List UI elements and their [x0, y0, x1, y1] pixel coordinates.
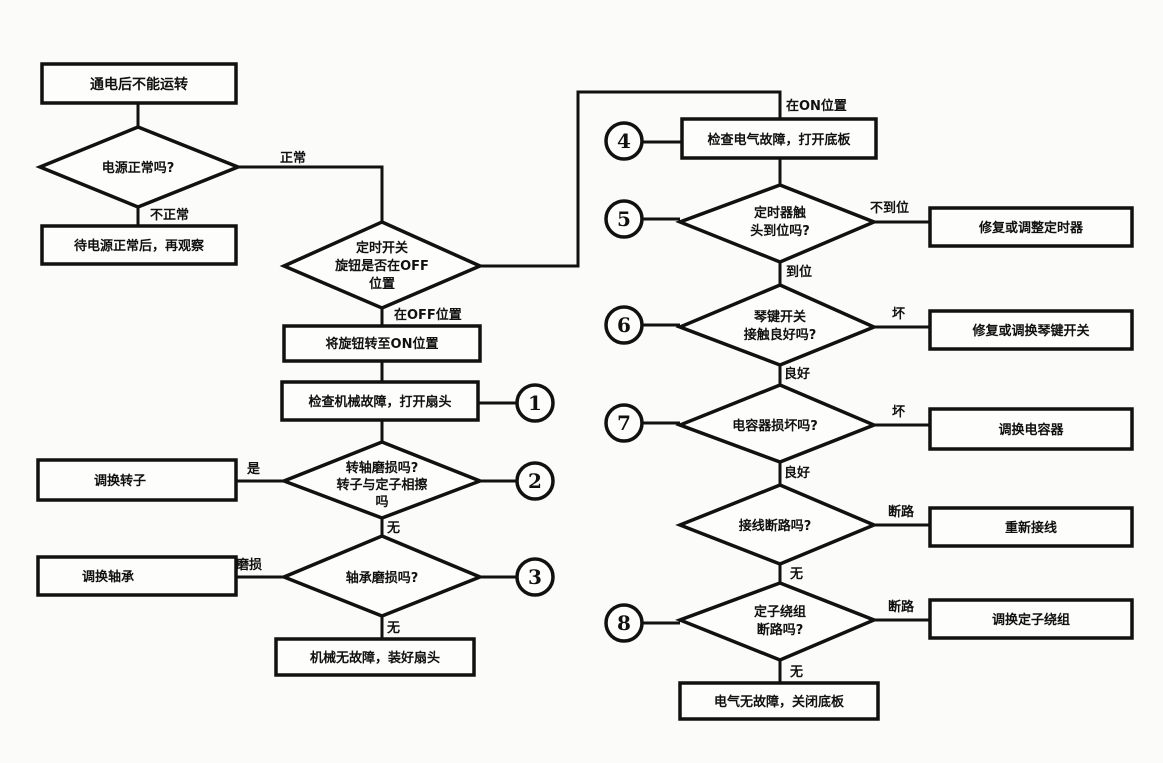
label-power-normal: 正常	[280, 150, 306, 166]
node-elec-check: 检查电气故障，打开底板	[680, 117, 878, 160]
node-mech-ok-text: 机械无故障，装好扇头	[310, 650, 440, 666]
label-power-abnormal: 不正常	[150, 207, 189, 223]
node-mech-check: 检查机械故障，打开扇头	[280, 380, 480, 422]
node-key-switch-line1: 琴键开关	[754, 309, 806, 325]
marker-6: 6	[604, 305, 644, 345]
node-replace-rotor-text: 调换转子	[94, 473, 146, 489]
label-stator-broken: 断路	[888, 599, 915, 615]
marker-4: 4	[604, 121, 644, 161]
node-wire-q-text: 接线断路吗?	[739, 518, 812, 534]
edge-power-normal	[238, 165, 384, 222]
node-timer-knob-line2: 旋钮是否在OFF	[334, 258, 429, 274]
node-bearing-q: 轴承磨损吗?	[279, 534, 485, 618]
node-capacitor-q: 电容器损坏吗?	[675, 383, 879, 464]
marker-8: 8	[604, 603, 644, 643]
marker-2: 2	[515, 461, 555, 501]
node-fix-timer-text: 修复或调整定时器	[978, 220, 1084, 236]
label-at-on: 在ON位置	[786, 98, 847, 114]
label-at-off: 在OFF位置	[394, 307, 462, 323]
node-timer-knob-line1: 定时开关	[355, 240, 408, 256]
label-bearing-no: 无	[386, 621, 400, 636]
node-replace-capacitor: 调换电容器	[928, 407, 1134, 451]
node-wait-power-text: 待电源正常后，再观察	[73, 238, 205, 254]
node-rotor-q-line3: 吗	[375, 495, 388, 510]
node-stator-q-line2: 断路吗?	[757, 622, 804, 638]
marker-3: 3	[515, 557, 555, 597]
node-timer-contact-q: 定时器触 头到位吗?	[675, 183, 879, 264]
node-start: 通电后不能运转	[40, 62, 238, 105]
node-stator-q-line1: 定子绕组	[753, 604, 806, 620]
label-timer-not: 不到位	[870, 200, 909, 216]
marker-7: 7	[604, 403, 644, 443]
marker-1: 1	[515, 383, 555, 423]
node-power-check: 电源正常吗?	[35, 125, 243, 209]
label-bearing-worn: 磨损	[236, 557, 262, 573]
node-rotor-q: 转轴磨损吗? 转子与定子相擦 吗	[279, 440, 485, 520]
node-fix-key-switch: 修复或调换琴键开关	[928, 309, 1134, 351]
node-mech-check-text: 检查机械故障，打开扇头	[308, 394, 451, 410]
node-timer-knob-line3: 位置	[369, 276, 395, 292]
node-capacitor-q-text: 电容器损坏吗?	[732, 418, 818, 434]
node-bearing-q-text: 轴承磨损吗?	[346, 570, 419, 586]
label-rotor-no: 无	[386, 521, 400, 536]
label-timer-in: 到位	[786, 264, 812, 280]
edge-timer-on	[480, 90, 782, 268]
node-replace-bearing: 调换轴承	[36, 555, 238, 597]
node-rotor-q-line1: 转轴磨损吗?	[346, 460, 419, 476]
node-replace-stator-text: 调换定子绕组	[992, 612, 1070, 628]
node-key-switch-q: 琴键开关 接触良好吗?	[675, 283, 879, 367]
marker-5-text: 5	[617, 207, 631, 231]
node-timer-knob: 定时开关 旋钮是否在OFF 位置	[279, 220, 485, 310]
node-rotor-q-line2: 转子与定子相擦	[336, 477, 427, 493]
marker-4-text: 4	[617, 129, 631, 153]
node-rewire-text: 重新接线	[1005, 520, 1057, 536]
label-wire-broken: 断路	[888, 504, 915, 520]
node-elec-ok-text: 电气无故障，关闭底板	[714, 694, 845, 710]
node-replace-capacitor-text: 调换电容器	[998, 422, 1064, 438]
node-fix-timer: 修复或调整定时器	[928, 206, 1134, 248]
node-mech-ok: 机械无故障，装好扇头	[274, 637, 476, 677]
node-replace-stator: 调换定子绕组	[928, 598, 1134, 640]
marker-2-text: 2	[528, 469, 542, 493]
node-timer-contact-line1: 定时器触	[753, 205, 806, 221]
node-elec-ok: 电气无故障，关闭底板	[678, 681, 880, 721]
marker-1-text: 1	[528, 391, 542, 415]
node-elec-check-text: 检查电气故障，打开底板	[707, 132, 851, 148]
connectors	[136, 90, 930, 683]
node-wire-q: 接线断路吗?	[675, 483, 879, 566]
node-wait-power: 待电源正常后，再观察	[40, 224, 238, 266]
node-replace-rotor: 调换转子	[36, 458, 238, 502]
node-power-check-text: 电源正常吗?	[102, 160, 175, 176]
node-turn-on-text: 将旋钮转至ON位置	[326, 336, 439, 352]
marker-7-text: 7	[617, 411, 631, 435]
marker-3-text: 3	[528, 565, 542, 589]
label-cap-bad: 坏	[892, 404, 905, 420]
label-rotor-yes: 是	[246, 462, 261, 477]
node-rewire: 重新接线	[928, 506, 1134, 548]
node-turn-on: 将旋钮转至ON位置	[282, 324, 482, 363]
node-replace-bearing-text: 调换轴承	[82, 569, 134, 585]
marker-6-text: 6	[617, 313, 631, 337]
label-key-good: 良好	[784, 366, 810, 382]
label-wire-no: 无	[789, 567, 803, 582]
node-fix-key-switch-text: 修复或调换琴键开关	[971, 323, 1089, 339]
node-stator-q: 定子绕组 断路吗?	[675, 581, 879, 662]
edge-labels: 正常 不正常 在OFF位置 在ON位置 是 无 磨损 无 不到位 到位 坏 良好…	[150, 98, 915, 680]
marker-5: 5	[604, 199, 644, 239]
label-key-bad: 坏	[892, 306, 905, 322]
node-timer-contact-line2: 头到位吗?	[750, 223, 810, 239]
marker-8-text: 8	[617, 611, 631, 635]
node-key-switch-line2: 接触良好吗?	[744, 327, 817, 343]
label-stator-no: 无	[789, 665, 803, 680]
node-start-text: 通电后不能运转	[90, 76, 188, 93]
markers: 1 2 3 4 5 6 7 8	[515, 121, 644, 643]
label-cap-good: 良好	[784, 465, 810, 481]
